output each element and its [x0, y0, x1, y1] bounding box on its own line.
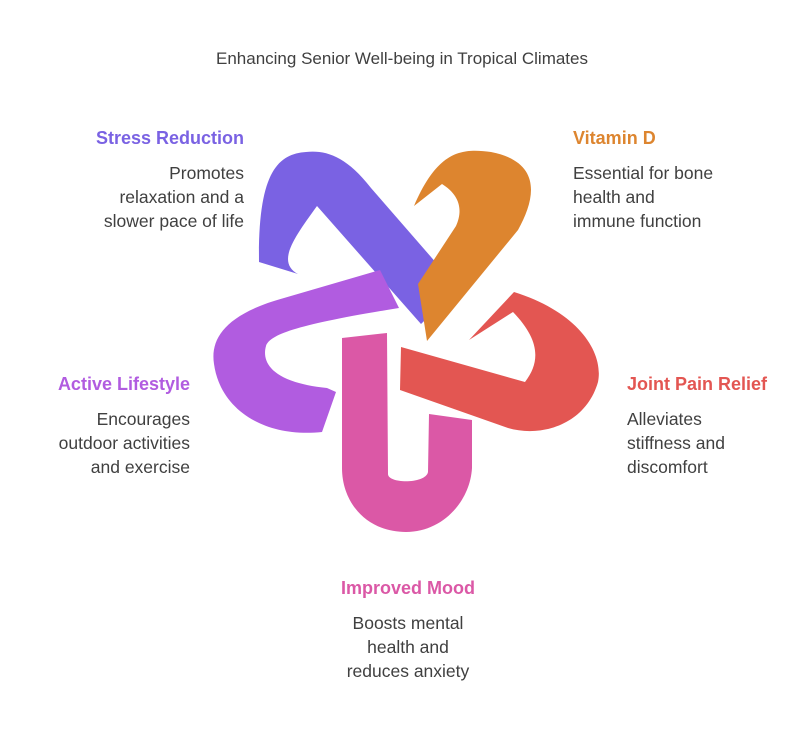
active-lifestyle-description: Encourages outdoor activities and exerci… — [58, 407, 190, 479]
active-lifestyle-block: Active Lifestyle Encourages outdoor acti… — [58, 373, 190, 479]
description-line: Alleviates — [627, 409, 702, 429]
stress-reduction-heading: Stress Reduction — [95, 128, 244, 148]
active-lifestyle-heading: Active Lifestyle — [57, 374, 190, 394]
description-line: immune function — [573, 211, 702, 231]
joint-pain-relief-link — [400, 292, 599, 432]
description-line: Promotes — [169, 163, 244, 183]
description-line: Encourages — [96, 409, 190, 429]
description-line: stiffness and — [627, 433, 725, 453]
stress-reduction-link — [258, 151, 458, 324]
stress-reduction-description: Promotes relaxation and a slower pace of… — [96, 161, 244, 233]
description-line: relaxation and a — [119, 187, 244, 207]
description-line: health and — [367, 637, 449, 657]
improved-mood-link — [342, 333, 472, 532]
joint-pain-relief-description: Alleviates stiffness and discomfort — [627, 407, 767, 479]
improved-mood-description: Boosts mental health and reduces anxiety — [258, 611, 558, 683]
active-lifestyle-link — [213, 270, 399, 433]
improved-mood-heading: Improved Mood — [341, 578, 475, 598]
vitamin-d-heading: Vitamin D — [573, 128, 656, 148]
description-line: outdoor activities — [58, 433, 190, 453]
interlocked-links-emblem — [213, 150, 599, 532]
description-line: and exercise — [90, 457, 190, 477]
diagram-title: Enhancing Senior Well-being in Tropical … — [216, 49, 588, 68]
description-line: health and — [573, 187, 655, 207]
description-line: discomfort — [627, 457, 708, 477]
stress-reduction-block: Stress Reduction Promotes relaxation and… — [96, 127, 244, 233]
description-line: reduces anxiety — [346, 661, 470, 681]
vitamin-d-block: Vitamin D Essential for bone health and … — [573, 127, 713, 233]
joint-pain-relief-block: Joint Pain Relief Alleviates stiffness a… — [627, 373, 767, 479]
description-line: Essential for bone — [573, 163, 714, 183]
description-line: Boosts mental — [352, 613, 464, 633]
improved-mood-block: Improved Mood Boosts mental health and r… — [258, 577, 558, 683]
vitamin-d-description: Essential for bone health and immune fun… — [573, 161, 713, 233]
description-line: slower pace of life — [103, 211, 244, 231]
vitamin-d-link — [414, 150, 531, 341]
joint-pain-relief-heading: Joint Pain Relief — [627, 374, 768, 394]
